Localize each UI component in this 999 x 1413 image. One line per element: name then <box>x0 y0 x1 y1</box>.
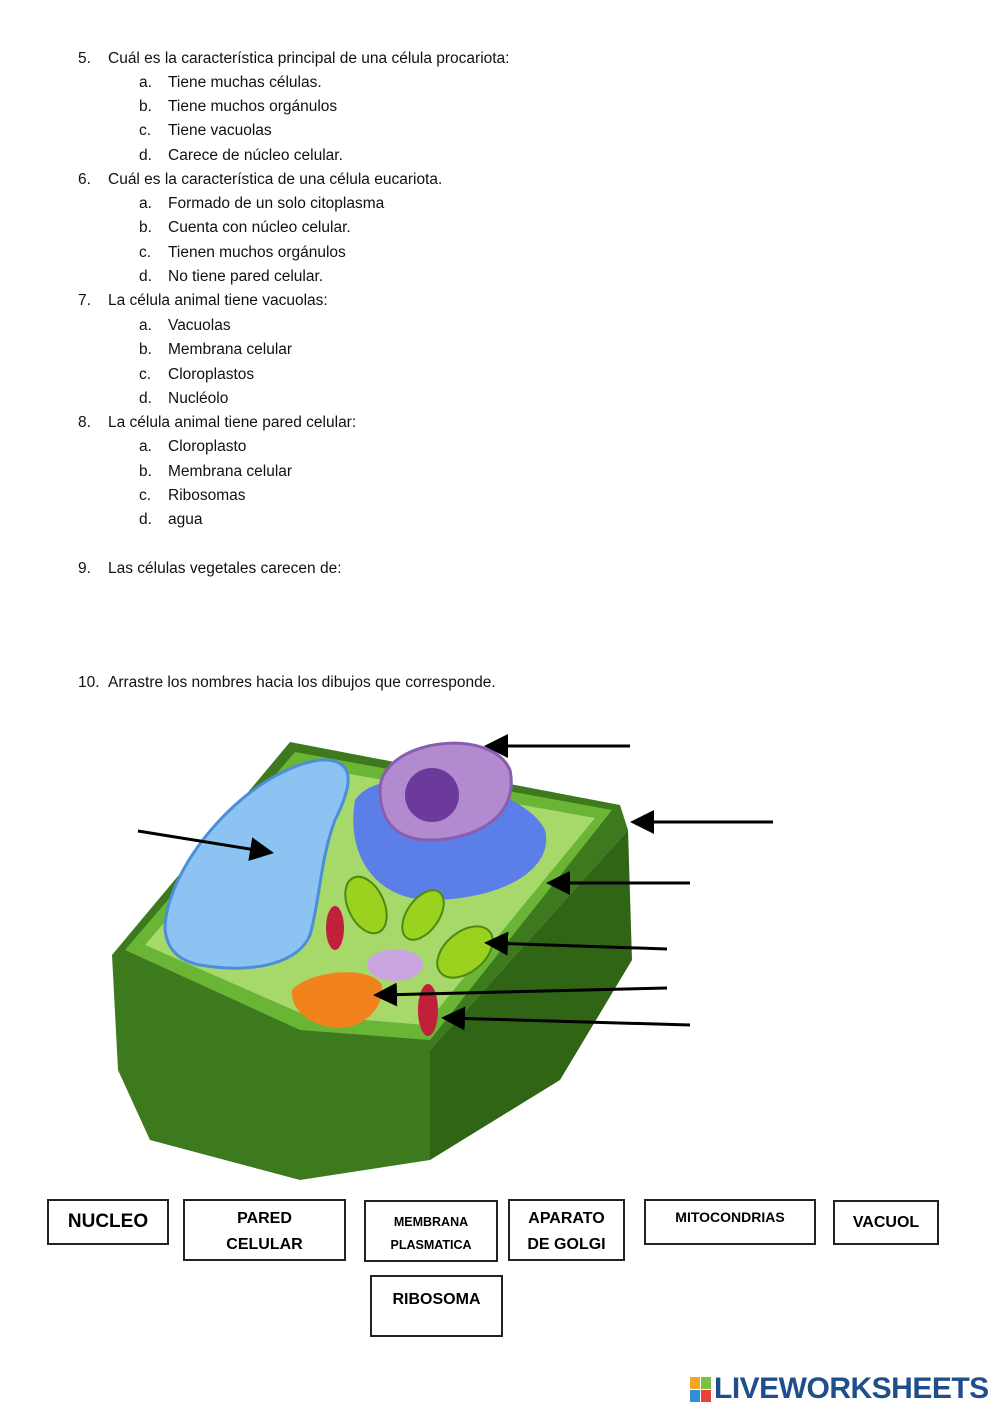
lysosome <box>367 949 423 981</box>
mitochondria <box>326 906 438 1036</box>
label-text: APARATO <box>528 1210 605 1228</box>
nucleus <box>378 741 513 842</box>
option-letter: c. <box>139 487 152 504</box>
option-letter: d. <box>139 390 152 407</box>
label-text: RIBOSOMA <box>392 1291 481 1308</box>
liveworksheets-logo: LIVEWORKSHEETS <box>690 1372 989 1406</box>
logo-mark-icon <box>690 1376 711 1402</box>
question-number: 10. <box>78 674 100 691</box>
option-text: Nucléolo <box>168 390 229 407</box>
option-text: Tiene muchas células. <box>168 74 322 91</box>
question-number: 7. <box>78 292 91 309</box>
question-number: 8. <box>78 414 91 431</box>
label-ribosoma[interactable]: RIBOSOMA <box>370 1275 503 1337</box>
question-number: 9. <box>78 560 91 577</box>
option-text: Carece de núcleo celular. <box>168 147 343 164</box>
option-text: Vacuolas <box>168 317 231 334</box>
option-text: Ribosomas <box>168 487 246 504</box>
label-text: PLASMATICA <box>390 1238 472 1252</box>
option-text: No tiene pared celular. <box>168 268 324 285</box>
question-text: Cuál es la característica de una célula … <box>108 171 443 188</box>
option-letter: a. <box>139 438 152 455</box>
pointer-arrows <box>137 734 773 1031</box>
label-text: MITOCONDRIAS <box>675 1209 785 1225</box>
label-nucleo[interactable]: NUCLEO <box>47 1199 169 1245</box>
question-number: 5. <box>78 50 91 67</box>
label-membrana-plasmatica[interactable]: MEMBRANA PLASMATICA <box>364 1200 498 1262</box>
label-text: NUCLEO <box>67 1210 149 1232</box>
label-aparato-de-golgi[interactable]: APARATO DE GOLGI <box>508 1199 625 1261</box>
option-text: Cloroplastos <box>168 366 255 383</box>
option-letter: d. <box>139 147 152 164</box>
option-letter: b. <box>139 463 152 480</box>
question-text: Arrastre los nombres hacia los dibujos q… <box>108 674 496 691</box>
option-letter: c. <box>139 244 152 261</box>
option-text: Formado de un solo citoplasma <box>168 195 385 212</box>
option-letter: d. <box>139 511 152 528</box>
label-vacuol[interactable]: VACUOL <box>833 1200 939 1245</box>
golgi-apparatus <box>291 972 383 1029</box>
question-text: Las células vegetales carecen de: <box>108 560 342 577</box>
option-letter: c. <box>139 366 152 383</box>
option-letter: a. <box>139 317 152 334</box>
option-text: Tiene vacuolas <box>168 122 272 139</box>
label-text: DE GOLGI <box>527 1236 606 1253</box>
question-text: La célula animal tiene pared celular: <box>108 414 357 431</box>
label-mitocondrias[interactable]: MITOCONDRIAS <box>644 1199 816 1245</box>
label-text: VACUOL <box>852 1213 920 1231</box>
question-text: Cuál es la característica principal de u… <box>108 50 510 67</box>
label-text: PARED <box>237 1210 292 1228</box>
option-text: Tienen muchos orgánulos <box>168 244 346 261</box>
label-text: CELULAR <box>226 1236 303 1253</box>
option-text: Membrana celular <box>168 463 293 480</box>
label-pared-celular[interactable]: PARED CELULAR <box>183 1199 346 1261</box>
option-text: Cuenta con núcleo celular. <box>168 219 351 236</box>
option-letter: c. <box>139 122 152 139</box>
option-letter: d. <box>139 268 152 285</box>
option-letter: a. <box>139 195 152 212</box>
option-letter: b. <box>139 341 152 358</box>
option-text: Tiene muchos orgánulos <box>168 98 338 115</box>
question-text: La célula animal tiene vacuolas: <box>108 292 328 309</box>
question-number: 6. <box>78 171 91 188</box>
option-text: agua <box>168 511 203 528</box>
vacuole <box>163 758 350 970</box>
option-letter: b. <box>139 98 152 115</box>
chloroplasts <box>344 875 494 979</box>
option-text: Cloroplasto <box>168 438 247 455</box>
logo-text: LIVEWORKSHEETS <box>714 1372 989 1405</box>
option-text: Membrana celular <box>168 341 293 358</box>
label-text: MEMBRANA <box>393 1214 469 1229</box>
option-letter: b. <box>139 219 152 236</box>
option-letter: a. <box>139 74 152 91</box>
